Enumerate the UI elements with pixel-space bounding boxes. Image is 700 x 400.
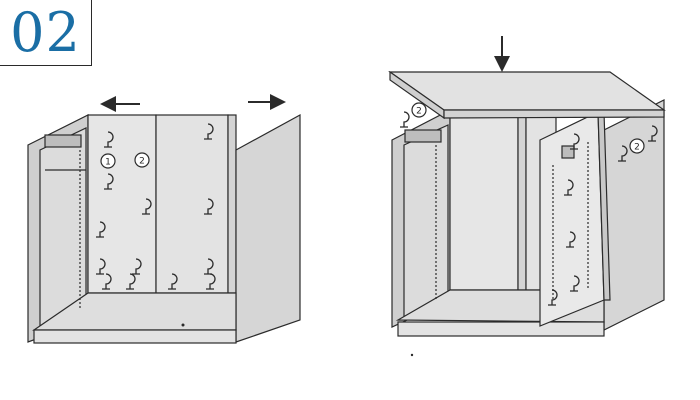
back-panel-left — [87, 114, 157, 294]
back-panel-right — [227, 114, 237, 294]
step-number-box: 02 — [0, 0, 92, 66]
right-side-panel — [235, 113, 301, 343]
marker-two-label: 2 — [634, 143, 640, 153]
base-front — [33, 329, 237, 344]
back-panel-left — [449, 109, 519, 291]
marker-two: 2 — [134, 152, 150, 168]
marker-two: 2 — [411, 102, 427, 118]
cabinet-right — [388, 70, 666, 337]
door-panel — [539, 111, 605, 327]
base-front — [397, 321, 605, 337]
marker-two: 2 — [629, 138, 645, 154]
cabinet-left — [27, 113, 301, 344]
step-number: 02 — [10, 0, 81, 64]
marker-two-label: 2 — [416, 107, 422, 117]
back-panel-middle — [155, 114, 229, 294]
marker-one-label: 1 — [105, 158, 111, 168]
marker-one: 1 — [100, 153, 116, 169]
marker-two-label: 2 — [139, 157, 145, 167]
back-panel-middle — [517, 109, 527, 291]
